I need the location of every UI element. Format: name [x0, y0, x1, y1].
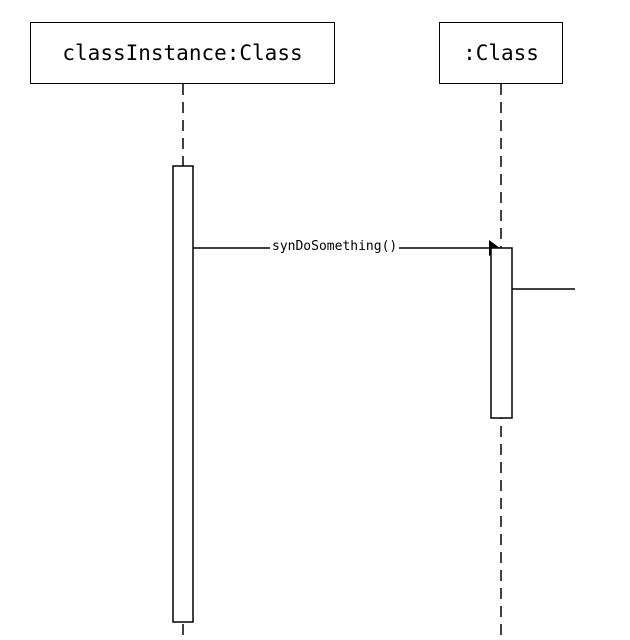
message-label-syndosomething: synDoSomething() — [270, 239, 400, 255]
activation-bar-classinstance[interactable] — [172, 165, 194, 623]
lifeline-header-class[interactable]: :Class — [439, 22, 563, 84]
activation-bar-class[interactable] — [490, 247, 513, 419]
lifeline-label: :Class — [463, 41, 539, 65]
lifeline-header-classinstance[interactable]: classInstance:Class — [30, 22, 335, 84]
lifeline-label: classInstance:Class — [62, 41, 303, 65]
